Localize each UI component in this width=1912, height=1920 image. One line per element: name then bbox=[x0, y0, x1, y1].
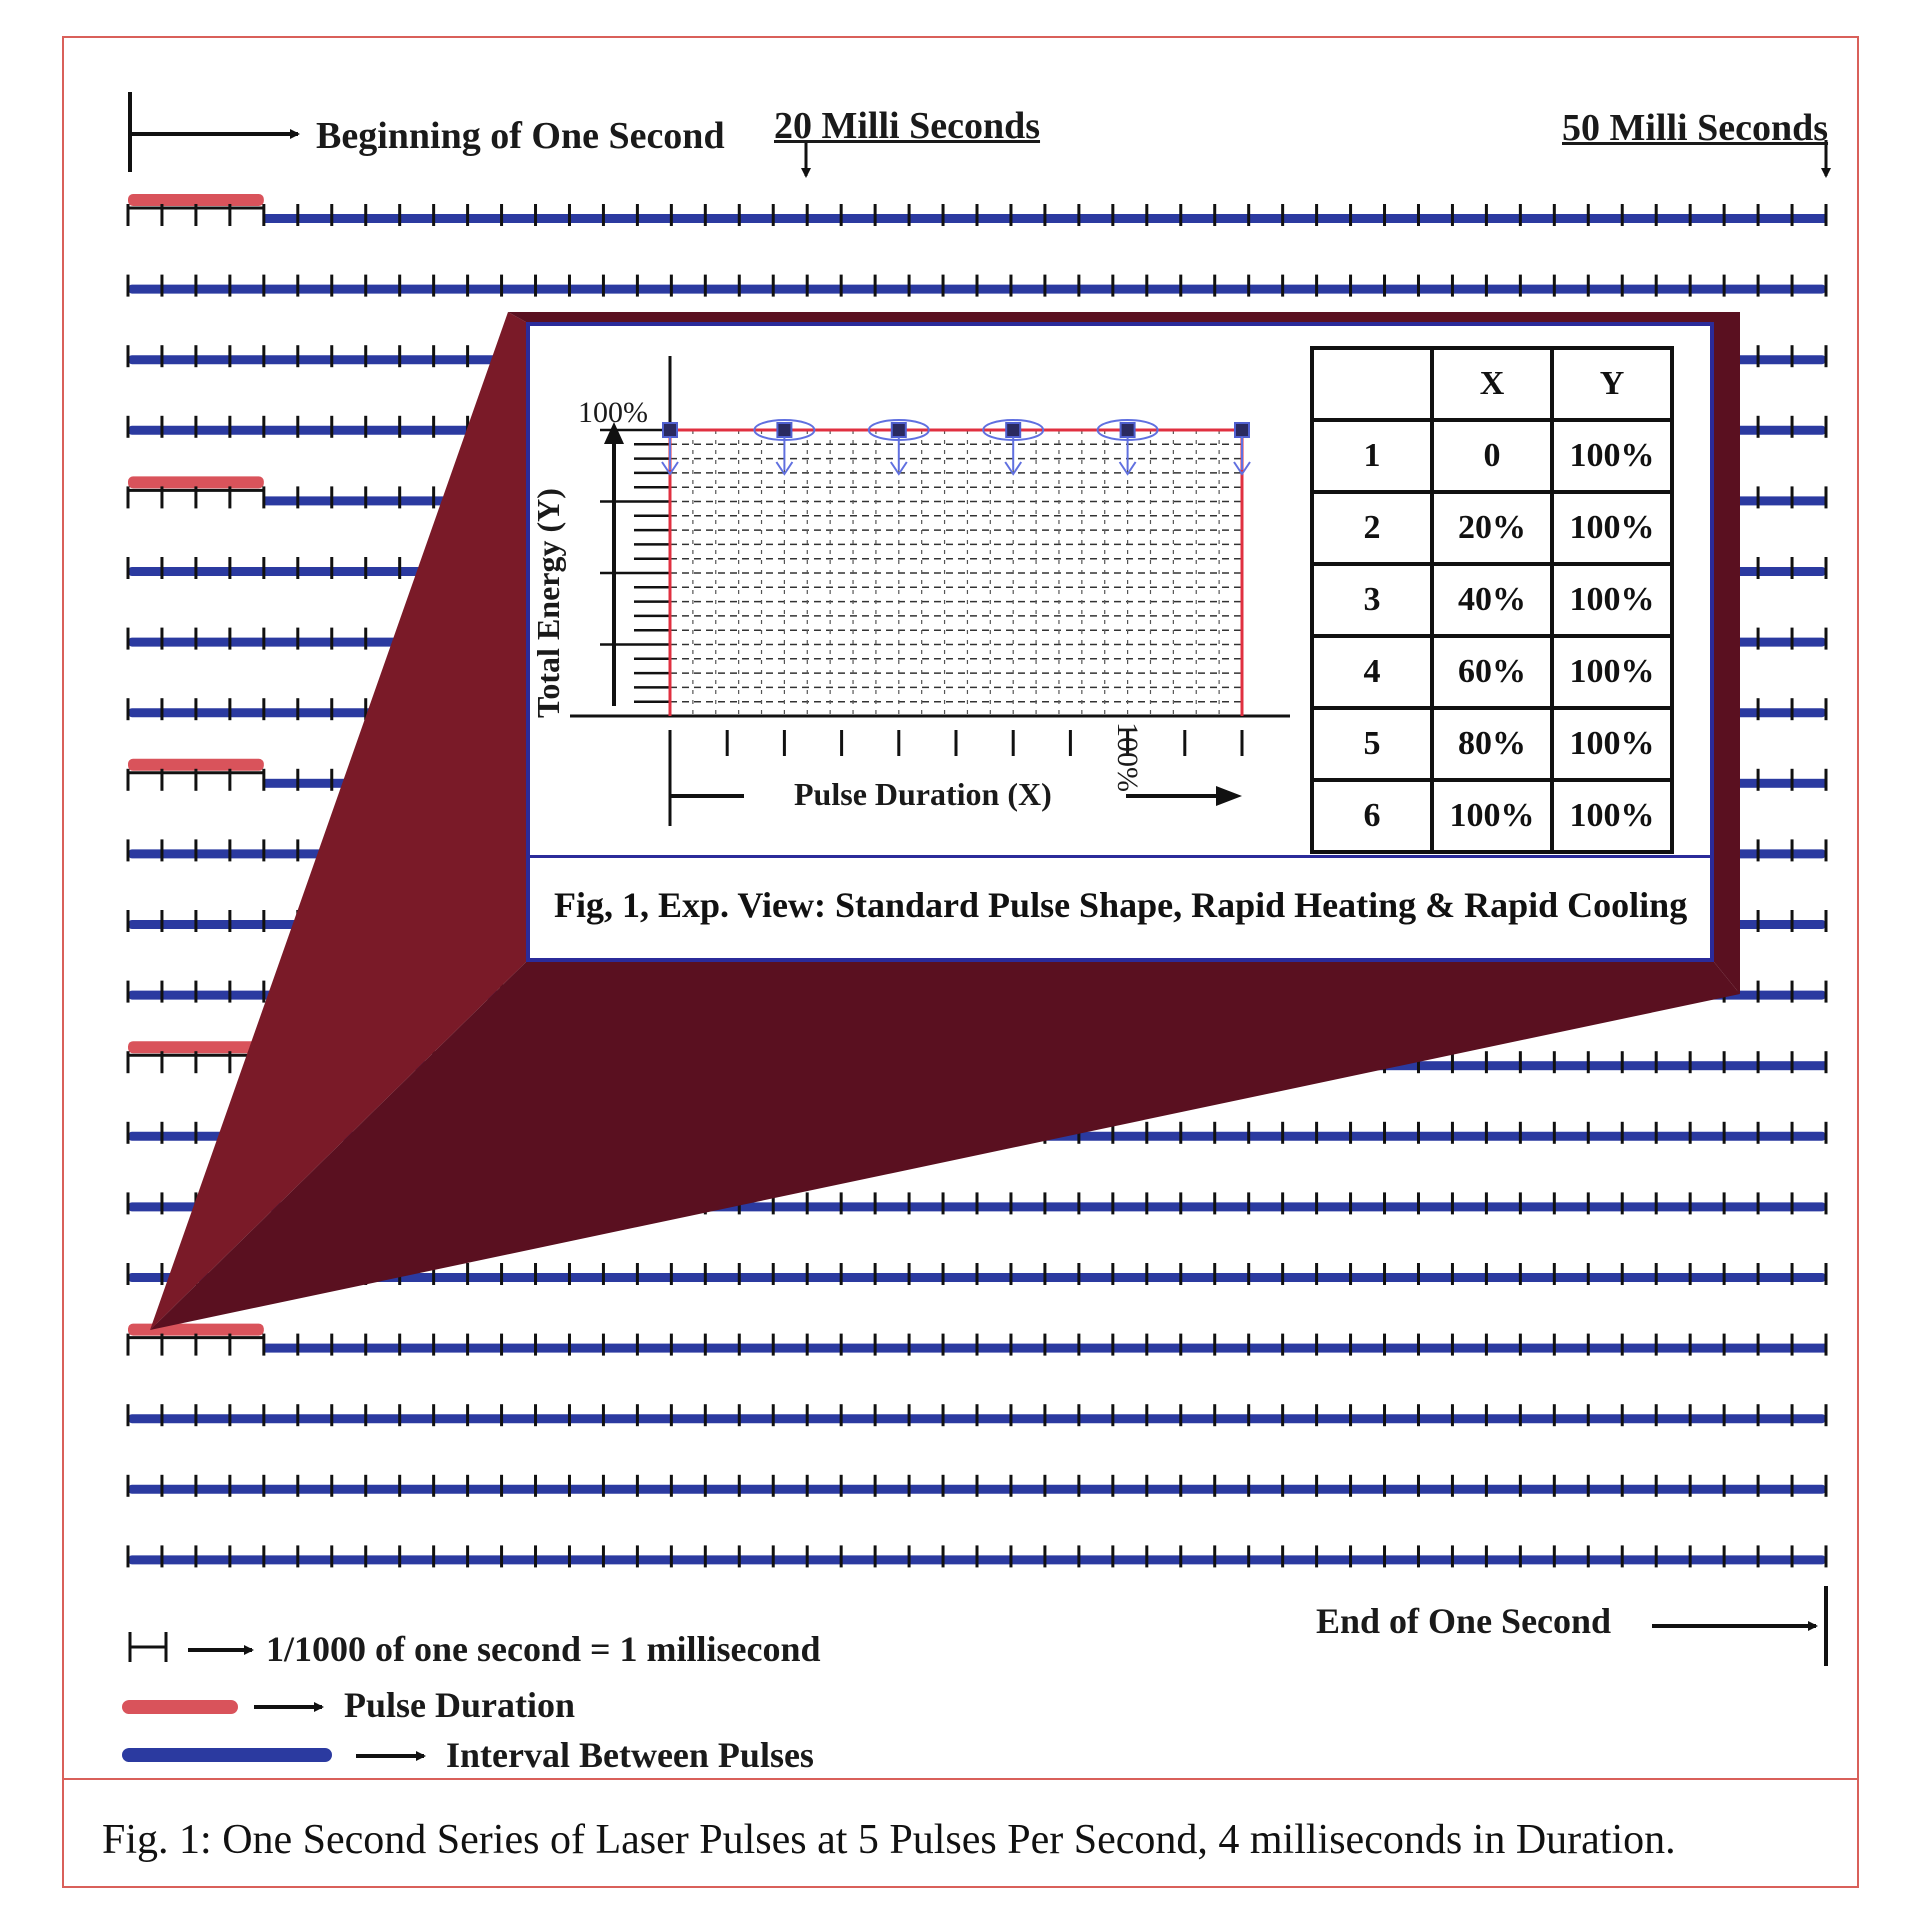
inset-panel: 100% Total Energy (Y) Pulse Duration (X)… bbox=[526, 322, 1714, 962]
ms20-label: 20 Milli Seconds bbox=[774, 105, 1041, 147]
inset-x-end-label: 100% bbox=[1111, 722, 1144, 792]
legend-pulse-label: Pulse Duration bbox=[344, 1685, 576, 1725]
pulse-duration-bar bbox=[128, 1041, 264, 1054]
table-cell: 100% bbox=[1550, 706, 1674, 782]
table-cell: 6 bbox=[1310, 778, 1434, 854]
table-header-cell bbox=[1310, 346, 1434, 422]
table-row: 2 20% 100% bbox=[1310, 490, 1674, 566]
pulse-duration-bar bbox=[128, 476, 264, 489]
table-cell: 100% bbox=[1430, 778, 1554, 854]
table-cell: 3 bbox=[1310, 562, 1434, 638]
table-cell: 80% bbox=[1430, 706, 1554, 782]
legend-interval-label: Interval Between Pulses bbox=[446, 1735, 814, 1775]
figure-caption: Fig. 1: One Second Series of Laser Pulse… bbox=[62, 1778, 1859, 1888]
data-point-handle bbox=[662, 422, 678, 438]
end-label: End of One Second bbox=[1316, 1601, 1612, 1641]
table-cell: 100% bbox=[1550, 490, 1674, 566]
table-cell: 60% bbox=[1430, 634, 1554, 710]
y-arrow-head bbox=[604, 422, 624, 444]
magnifier-bottom bbox=[150, 962, 1740, 1330]
data-point-arrow bbox=[1004, 461, 1023, 476]
data-point-arrow bbox=[1118, 461, 1137, 476]
table-cell: 5 bbox=[1310, 706, 1434, 782]
table-cell: 100% bbox=[1550, 778, 1674, 854]
legend-interval-swatch bbox=[122, 1748, 332, 1762]
legend-tick-label: 1/1000 of one second = 1 millisecond bbox=[266, 1629, 821, 1669]
table-header-cell: X bbox=[1430, 346, 1554, 422]
inset-y-top-label: 100% bbox=[578, 396, 648, 429]
x-arrow-head bbox=[1216, 786, 1242, 806]
table-header-cell: Y bbox=[1550, 346, 1674, 422]
inset-caption-bar: Fig, 1, Exp. View: Standard Pulse Shape,… bbox=[530, 855, 1710, 958]
inset-x-label: Pulse Duration (X) bbox=[794, 776, 1052, 812]
table-cell: 40% bbox=[1430, 562, 1554, 638]
caption-text: Fig. 1: One Second Series of Laser Pulse… bbox=[102, 1817, 1676, 1863]
table-cell: 100% bbox=[1550, 634, 1674, 710]
table-row: 5 80% 100% bbox=[1310, 706, 1674, 782]
ms50-label: 50 Milli Seconds bbox=[1562, 107, 1829, 149]
table-row: 3 40% 100% bbox=[1310, 562, 1674, 638]
inset-plot bbox=[570, 356, 1290, 826]
data-point-arrow bbox=[1233, 461, 1251, 476]
table-row: 4 60% 100% bbox=[1310, 634, 1674, 710]
table-cell: 20% bbox=[1430, 490, 1554, 566]
legend-pulse-swatch bbox=[122, 1700, 238, 1714]
table-cell: 1 bbox=[1310, 418, 1434, 494]
magnifier-side bbox=[150, 312, 526, 1330]
table-cell: 0 bbox=[1430, 418, 1554, 494]
inset-y-label: Total Energy (Y) bbox=[530, 488, 566, 718]
pulse-duration-bar bbox=[128, 758, 264, 771]
table-cell: 100% bbox=[1550, 562, 1674, 638]
table-cell: 2 bbox=[1310, 490, 1434, 566]
table-cell: 4 bbox=[1310, 634, 1434, 710]
data-point-handle bbox=[1234, 422, 1250, 438]
figure-frame bbox=[62, 36, 1859, 1888]
data-table: X Y 1 0 100% 2 20% 100% 3 40% 100% 4 6 bbox=[1310, 346, 1674, 854]
beginning-label: Beginning of One Second bbox=[316, 115, 725, 157]
data-point-handle bbox=[776, 422, 793, 438]
data-point-arrow bbox=[775, 461, 794, 476]
table-row: 1 0 100% bbox=[1310, 418, 1674, 494]
data-point-arrow bbox=[889, 461, 908, 476]
table-cell: 100% bbox=[1550, 418, 1674, 494]
data-point-arrow bbox=[661, 461, 679, 476]
data-point-handle bbox=[890, 422, 907, 438]
inset-caption-text: Fig, 1, Exp. View: Standard Pulse Shape,… bbox=[554, 885, 1688, 925]
data-point-handle bbox=[1005, 422, 1022, 438]
table-header-row: X Y bbox=[1310, 346, 1674, 422]
pulse-duration-bar bbox=[128, 194, 264, 206]
data-point-handle bbox=[1119, 422, 1136, 438]
table-row: 6 100% 100% bbox=[1310, 778, 1674, 854]
